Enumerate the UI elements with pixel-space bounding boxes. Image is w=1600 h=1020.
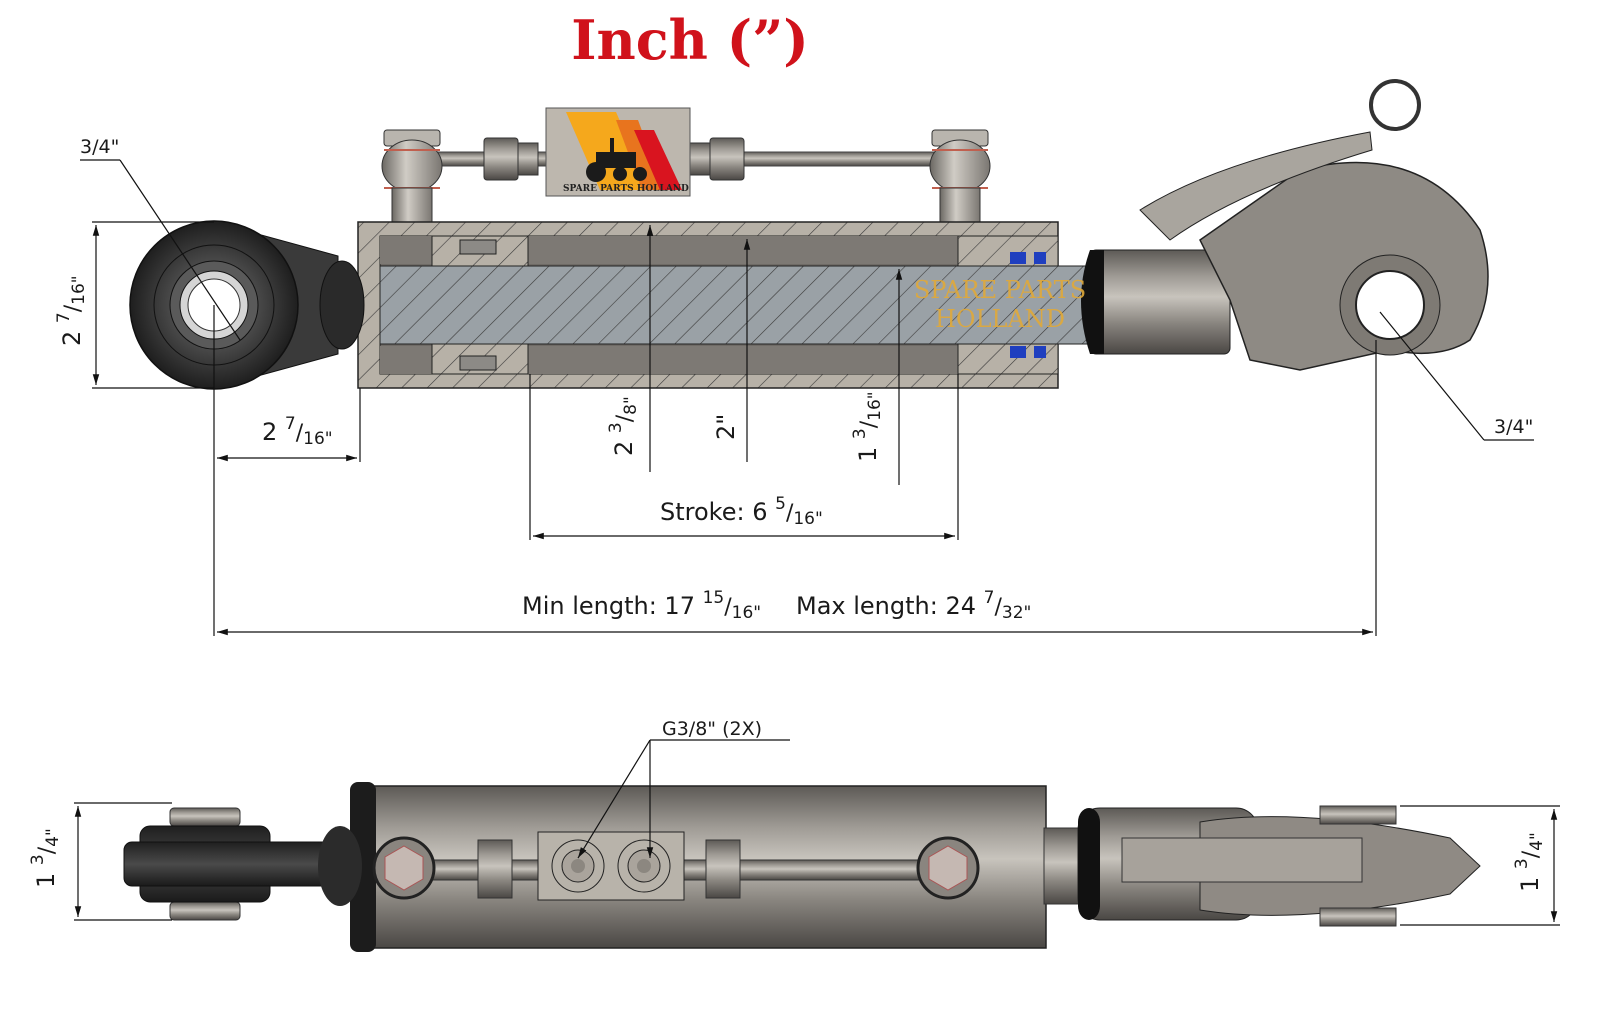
dim-denominator: 16" <box>865 391 885 421</box>
units-title: Inch (”) <box>571 8 809 72</box>
dim-left-eye-width: 1 3/4" <box>28 828 63 888</box>
dim-numerator: 7 <box>983 588 995 608</box>
dim-whole: 2 <box>610 440 638 456</box>
dim-whole: 1 <box>854 446 882 462</box>
watermark: SPARE PARTS HOLLAND <box>900 276 1100 334</box>
cylinder-cross-section <box>357 221 1091 389</box>
ball-joint-eye <box>129 220 365 390</box>
brand-logo <box>545 107 691 197</box>
dim-denominator: 16" <box>303 429 333 449</box>
dim-right-pin-diameter: 3/4" <box>1494 416 1534 438</box>
dim-port-callout: G3/8" (2X) <box>662 718 763 740</box>
dim-numerator: 3 <box>28 854 48 866</box>
dim-eye-height: 2 7/16" <box>54 275 89 346</box>
dim-numerator: 7 <box>54 312 74 324</box>
dim-denominator: 32" <box>1001 603 1032 623</box>
logo-caption: SPARE PARTS HOLLAND <box>563 184 689 194</box>
dim-numerator: 3 <box>606 422 626 434</box>
dim-whole: 2 <box>58 330 86 346</box>
dim-denominator: 4" <box>1527 832 1547 851</box>
dim-numerator: 3 <box>1512 858 1532 870</box>
top-view-cylinder <box>350 782 1091 952</box>
dim-rod-diameter: 1 3/16" <box>850 391 885 462</box>
dim-whole: 1 <box>1516 876 1544 892</box>
dim-label: Stroke: 6 <box>660 498 768 526</box>
dim-numerator: 7 <box>284 414 296 434</box>
dim-label: Max length: 24 <box>796 592 976 620</box>
dim-right-hook-width: 1 3/4" <box>1512 832 1547 892</box>
watermark-line-2: HOLLAND <box>934 305 1066 333</box>
dim-numerator: 3 <box>850 428 870 440</box>
top-view-dimension-lines <box>74 739 1560 926</box>
top-view-ball-eye <box>123 807 362 921</box>
dim-max-length: Max length: 24 7/32" <box>796 588 1032 623</box>
dim-whole: 2 <box>262 418 278 446</box>
quick-coupler-hook <box>1081 79 1489 371</box>
dim-numerator: 5 <box>775 494 786 514</box>
side-view-dimension-lines <box>80 159 1534 636</box>
dim-min-length: Min length: 17 15/16" <box>522 588 762 623</box>
dim-denominator: 16" <box>731 603 762 623</box>
top-view-hook <box>1077 805 1481 927</box>
dim-left-pin-diameter: 3/4" <box>80 136 120 158</box>
dim-bore-diameter: 2" <box>712 413 740 440</box>
watermark-line-1: SPARE PARTS <box>913 276 1087 304</box>
dim-barrel-diameter: 2 3/8" <box>606 396 641 456</box>
dim-eye-offset: 2 7/16" <box>262 414 333 449</box>
dim-denominator: 4" <box>43 828 63 847</box>
dim-stroke: Stroke: 6 5/16" <box>660 494 823 529</box>
dim-whole: 1 <box>32 872 60 888</box>
dim-label: Min length: 17 <box>522 592 695 620</box>
dim-numerator: 15 <box>702 588 725 608</box>
dim-denominator: 16" <box>793 509 823 529</box>
dim-denominator: 8" <box>621 396 641 415</box>
dim-denominator: 16" <box>69 275 89 305</box>
